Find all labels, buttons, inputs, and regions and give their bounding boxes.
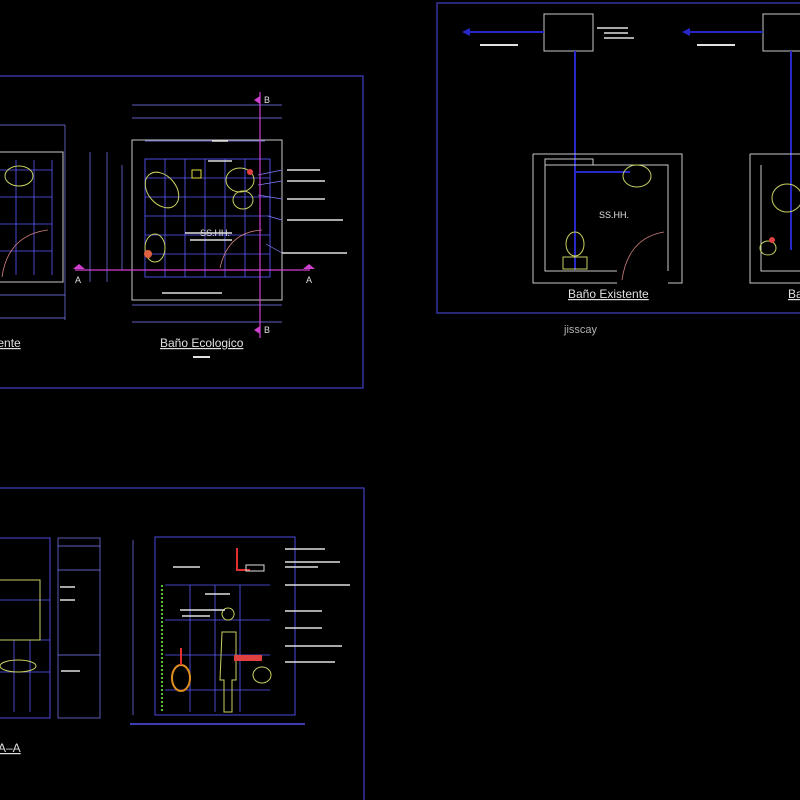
person-icon xyxy=(219,607,237,713)
title-bano-existente-2: Baño Existente xyxy=(788,287,800,301)
mirror-icon xyxy=(0,579,41,641)
arrow-icon xyxy=(682,28,690,36)
valve-icon xyxy=(247,169,253,175)
sheet-drainage-plans: SS.HH. Baño Existente Baño Existente xyxy=(436,2,800,314)
sheet-frame xyxy=(0,487,365,800)
sink-icon xyxy=(225,167,255,193)
sink-icon xyxy=(4,165,34,187)
countertop-icon xyxy=(234,655,262,661)
sheet-elevations: A–A xyxy=(0,487,365,800)
section-title-a-a: A–A xyxy=(0,741,21,755)
title-bano-existente: Baño Existente xyxy=(0,336,21,350)
urinal-icon xyxy=(171,664,191,692)
existing-bathroom-plan-partial xyxy=(0,124,123,320)
toilet-icon xyxy=(771,183,800,213)
section-marker-b-top: B xyxy=(264,95,270,105)
section-arrow-icon xyxy=(73,264,85,269)
section-marker-b-bottom: B xyxy=(264,325,270,335)
author-label: jisscay xyxy=(563,324,598,336)
annotation-labels xyxy=(282,169,347,254)
ecological-bathroom-plan: SS.HH. B B A A xyxy=(73,92,347,338)
towel-bar-icon xyxy=(191,169,202,179)
valve-icon xyxy=(769,237,775,243)
sink-icon xyxy=(622,164,652,188)
elevation-right xyxy=(130,536,350,725)
arrow-icon xyxy=(462,28,470,36)
sheet-frame xyxy=(0,75,364,389)
urinal-icon xyxy=(144,233,166,263)
urinal-icon xyxy=(759,240,777,256)
sink-icon xyxy=(252,666,272,684)
sink-icon xyxy=(0,659,37,673)
title-bano-ecologico: Baño Ecologico xyxy=(160,336,244,350)
section-marker-a-right: A xyxy=(306,275,312,285)
conduit-line xyxy=(236,548,250,571)
light-fixture-icon xyxy=(245,564,265,572)
toilet-tank-icon xyxy=(562,256,588,270)
valve-icon xyxy=(144,250,152,258)
inspection-box xyxy=(762,13,800,52)
section-marker-a-left: A xyxy=(75,275,81,285)
section-arrow-icon xyxy=(303,264,315,269)
drainage-plan-2: Baño Existente xyxy=(682,13,800,301)
room-label: SS.HH. xyxy=(200,228,230,238)
toilet-icon xyxy=(144,171,180,209)
room-label: SS.HH. xyxy=(599,210,629,220)
sheet-frame xyxy=(436,2,800,314)
sheet-plan-views: SS.HH. B B A A Baño Existente Baño Ecolo… xyxy=(0,75,364,389)
inspection-box xyxy=(543,13,594,52)
elevation-left: A–A xyxy=(0,537,101,755)
section-arrow-icon xyxy=(254,96,260,104)
door-swing xyxy=(219,229,263,269)
drainage-plan-1: SS.HH. Baño Existente xyxy=(462,13,683,301)
door-swing xyxy=(621,231,665,281)
section-arrow-icon xyxy=(254,326,260,334)
toilet-icon xyxy=(565,231,585,257)
fixture-icon xyxy=(232,190,254,210)
title-bano-existente: Baño Existente xyxy=(568,287,649,301)
door-swing xyxy=(1,229,49,278)
